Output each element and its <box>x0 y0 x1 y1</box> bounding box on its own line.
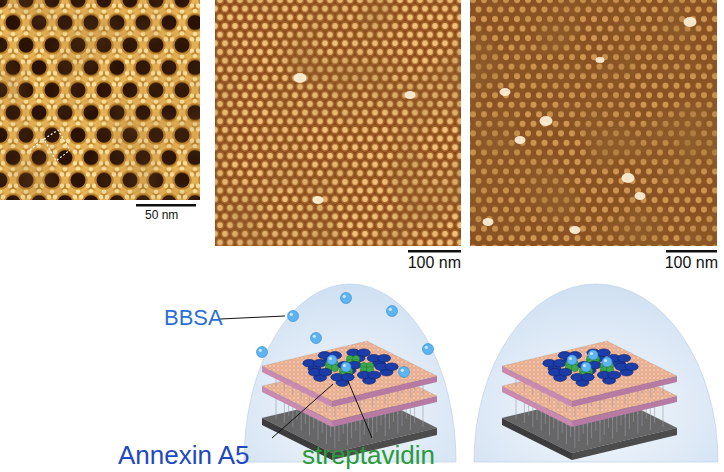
afm-image <box>215 0 461 246</box>
afm-texture <box>0 0 200 200</box>
bbsa-sphere <box>311 333 322 344</box>
upper-bilayer <box>502 341 677 401</box>
bbsa-sphere <box>567 355 577 365</box>
afm-bright-spot <box>596 57 605 63</box>
bbsa-sphere <box>257 347 268 358</box>
bbsa-sphere <box>341 362 351 372</box>
bbsa-sphere <box>288 311 299 322</box>
bbsa-sphere <box>327 355 337 365</box>
unit-cell-marker <box>44 130 70 150</box>
molecule-label: Annexin A5 <box>118 441 250 470</box>
molecule-label: streptavidin <box>302 441 435 470</box>
afm-bright-spot <box>483 218 494 226</box>
afm-bright-spot <box>635 192 646 200</box>
afm-bright-spot <box>405 91 416 99</box>
membrane-illustration <box>474 284 718 462</box>
afm-noise <box>0 0 200 200</box>
upper-bilayer <box>262 341 437 401</box>
scale-bar <box>136 204 196 207</box>
solution-dome <box>474 284 718 462</box>
afm-bright-spot <box>294 73 307 83</box>
leader-line <box>348 381 372 438</box>
scale-bar <box>408 250 461 253</box>
afm-image <box>0 0 200 200</box>
bbsa-sphere <box>588 350 598 360</box>
afm-bright-spot <box>313 196 324 204</box>
afm-bright-spot <box>500 88 511 96</box>
bbsa-sphere <box>602 357 612 367</box>
bbsa-sphere <box>581 362 591 372</box>
afm-noise <box>470 0 717 246</box>
scale-label: 100 nm <box>408 254 461 272</box>
leader-line <box>272 384 333 438</box>
bbsa-sphere <box>341 293 352 304</box>
annexin-trimer <box>571 373 594 386</box>
afm-bright-spot <box>684 17 697 27</box>
unit-cell-marker <box>30 139 70 161</box>
molecule-label: BBSA <box>164 306 223 330</box>
afm-bright-spot <box>515 136 526 144</box>
membrane-illustration <box>244 284 456 462</box>
afm-noise <box>215 0 461 246</box>
bbsa-sphere <box>399 367 410 378</box>
afm-bright-spot <box>570 226 581 234</box>
bbsa-sphere <box>387 306 398 317</box>
afm-bright-spot <box>622 173 635 183</box>
scale-label: 100 nm <box>665 254 718 272</box>
solution-dome <box>244 284 456 462</box>
annexin-trimer <box>548 368 571 381</box>
annexin-trimer <box>597 371 620 384</box>
annexin-trimer <box>308 368 331 381</box>
annexin-trimer <box>357 371 380 384</box>
afm-image <box>470 0 717 246</box>
scale-bar <box>666 250 717 253</box>
afm-texture <box>470 0 717 246</box>
bbsa-sphere <box>423 344 434 355</box>
afm-texture <box>215 0 461 246</box>
leader-line <box>220 316 285 319</box>
annexin-trimer <box>331 373 354 386</box>
scale-label: 50 nm <box>145 209 178 222</box>
afm-bright-spot <box>540 116 553 126</box>
